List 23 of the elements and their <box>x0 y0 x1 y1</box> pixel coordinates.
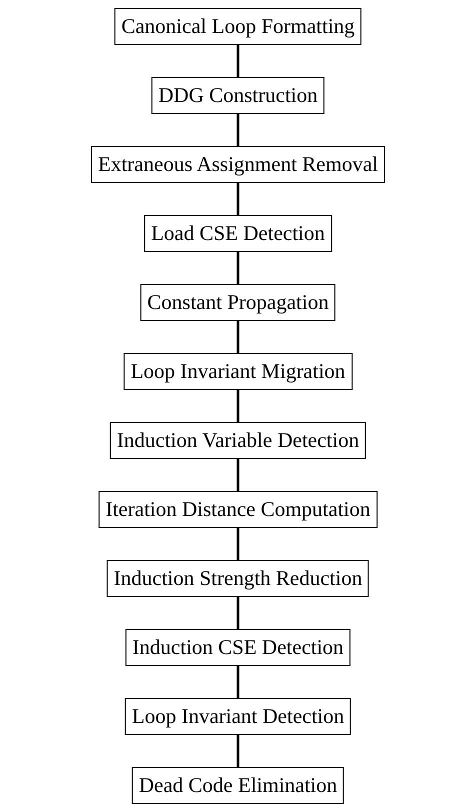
connector-line <box>236 459 240 491</box>
process-box: Loop Invariant Detection <box>124 698 352 735</box>
connector-line <box>236 666 240 698</box>
connector-line <box>236 114 240 146</box>
connector-line <box>236 321 240 353</box>
connector-line <box>236 597 240 629</box>
process-box: DDG Construction <box>151 77 325 114</box>
connector-line <box>236 735 240 767</box>
process-box: Extraneous Assignment Removal <box>91 146 385 183</box>
connector-line <box>236 45 240 77</box>
process-box: Induction CSE Detection <box>125 629 351 666</box>
process-box: Load CSE Detection <box>144 215 332 252</box>
process-box: Dead Code Elimination <box>132 767 344 804</box>
process-box: Loop Invariant Migration <box>124 353 352 390</box>
connector-line <box>236 183 240 215</box>
process-box: Induction Variable Detection <box>110 422 366 459</box>
connector-line <box>236 528 240 560</box>
connector-line <box>236 252 240 284</box>
process-box: Constant Propagation <box>140 284 336 321</box>
process-box: Iteration Distance Computation <box>98 491 378 528</box>
process-box: Canonical Loop Formatting <box>114 8 362 45</box>
process-box: Induction Strength Reduction <box>106 560 370 597</box>
connector-line <box>236 390 240 422</box>
